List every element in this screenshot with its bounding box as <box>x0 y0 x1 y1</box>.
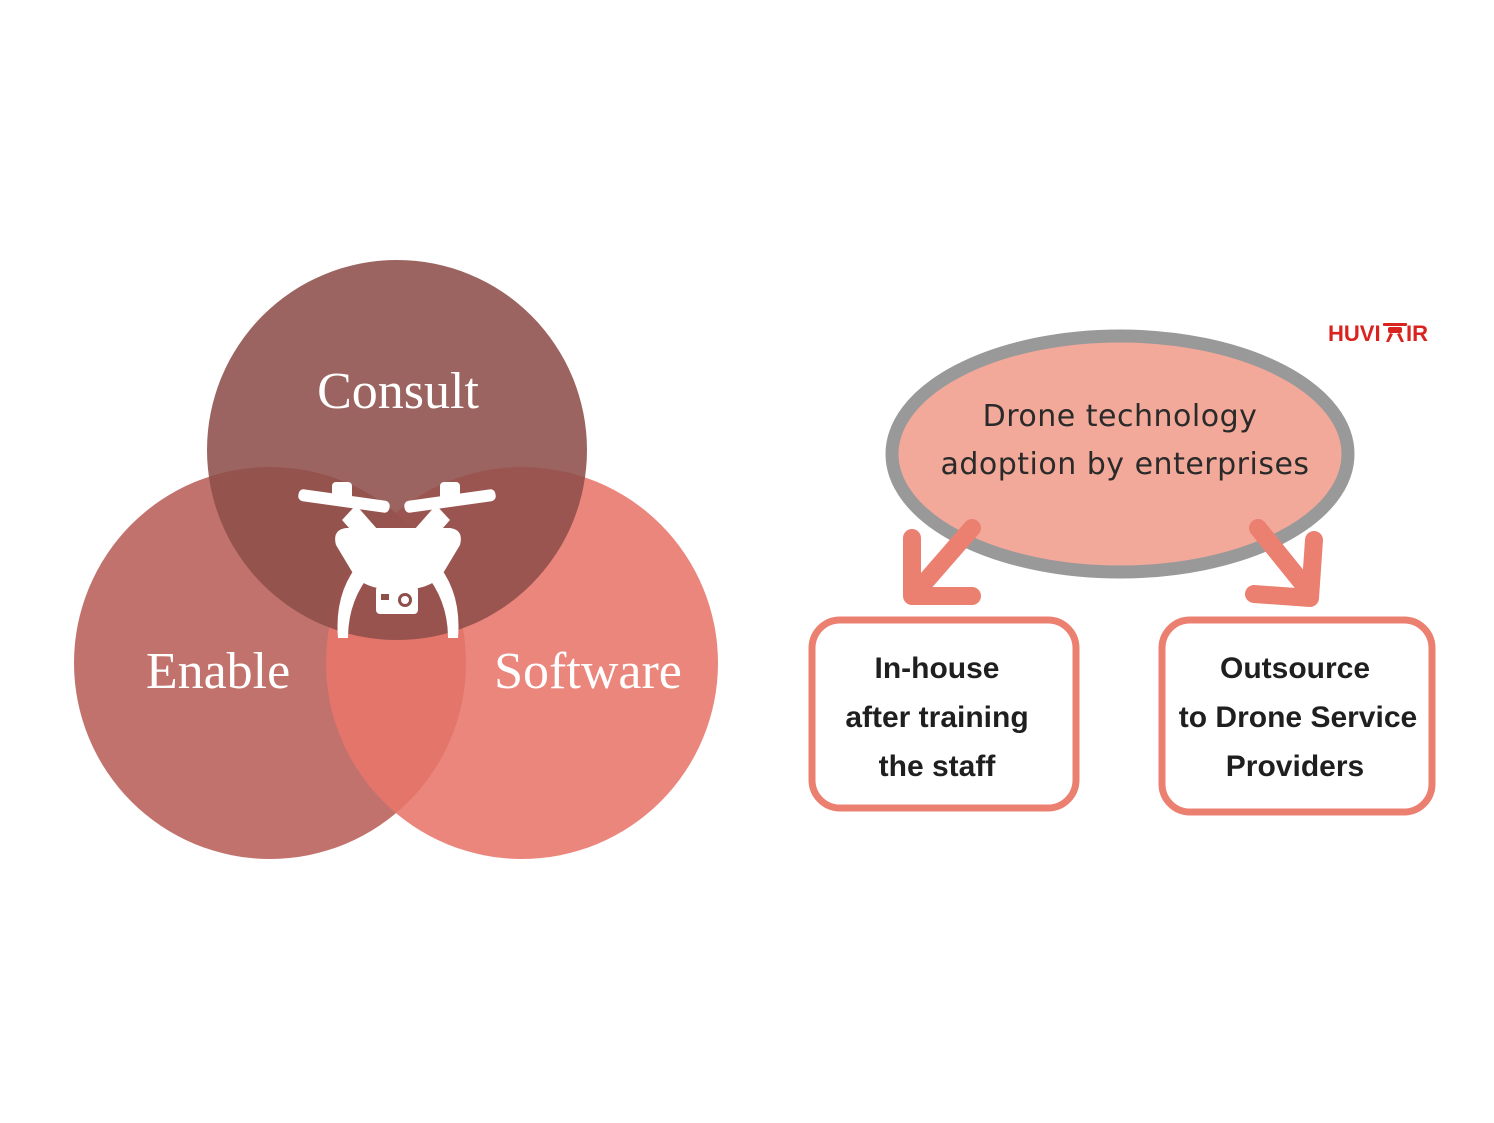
oval-text-line2: adoption by enterprises <box>940 447 1309 482</box>
logo-text-left: HUVI <box>1328 321 1381 346</box>
venn-diagram: Consult Enable Software <box>74 260 718 859</box>
adoption-oval <box>885 329 1355 579</box>
inhouse-box <box>808 616 1080 812</box>
arrow-to-inhouse <box>903 519 981 605</box>
arrow-to-outsource <box>1245 519 1323 607</box>
venn-label-consult: Consult <box>317 363 479 420</box>
inhouse-text-line1: In-house <box>875 652 1000 685</box>
outsource-text-line2: to Drone Service <box>1179 701 1417 734</box>
drone-logo-icon <box>1383 323 1407 342</box>
venn-circle-consult <box>207 260 587 640</box>
oval-text-line1: Drone technology <box>983 399 1258 434</box>
outsource-text-line1: Outsource <box>1220 652 1370 685</box>
flow-diagram: HUVI IR Drone technology adoption by ent… <box>808 321 1436 816</box>
venn-label-enable: Enable <box>146 643 290 700</box>
inhouse-text-line3: the staff <box>879 750 997 783</box>
inhouse-text-line2: after training <box>845 701 1028 734</box>
outsource-box <box>1158 616 1436 816</box>
logo-text-right: IR <box>1406 321 1428 346</box>
outsource-text-line3: Providers <box>1226 750 1364 783</box>
venn-label-software: Software <box>494 643 682 700</box>
huviair-logo: HUVI IR <box>1328 321 1428 346</box>
drone-icon <box>298 482 496 638</box>
